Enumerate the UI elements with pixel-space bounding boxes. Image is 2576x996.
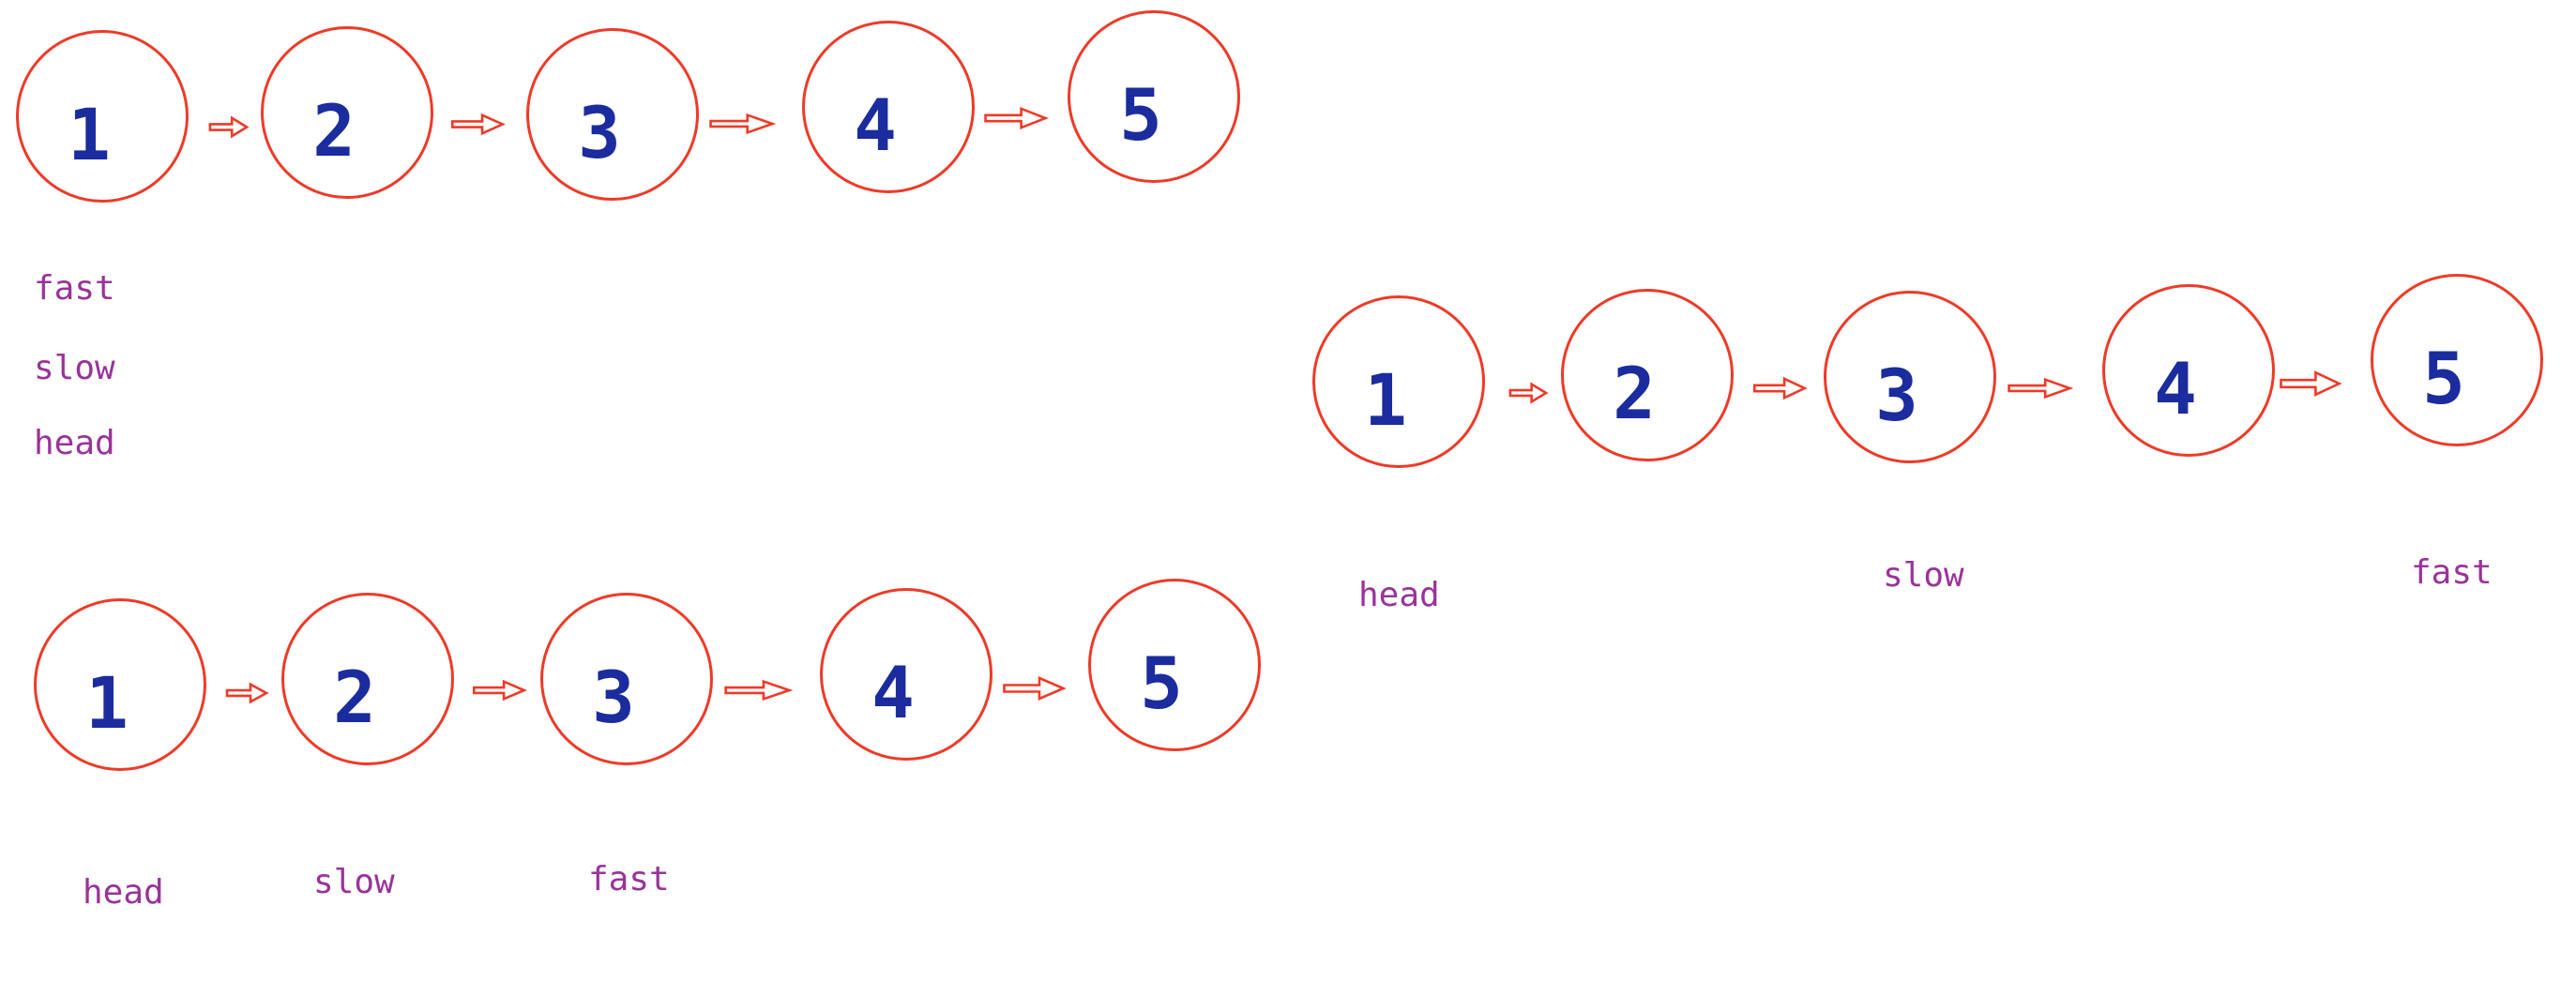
list-node: 2 <box>1561 289 1734 461</box>
node-value: 2 <box>312 89 356 173</box>
node-value: 5 <box>2422 337 2465 420</box>
node-value: 5 <box>1140 641 1183 725</box>
node-value: 2 <box>1613 352 1656 435</box>
node-value: 1 <box>1364 358 1407 442</box>
right-block-arrow-icon <box>1003 676 1065 701</box>
right-block-arrow-icon <box>226 683 267 703</box>
list-node: 3 <box>540 593 713 765</box>
right-block-arrow-icon <box>1753 377 1806 400</box>
pointer-label-slow: slow <box>313 863 395 901</box>
pointer-label-fast: fast <box>2411 553 2493 592</box>
right-block-arrow-icon <box>709 113 774 134</box>
node-value: 1 <box>85 661 129 745</box>
pointer-label-fast: fast <box>34 269 115 308</box>
pointer-label-head: head <box>34 424 115 462</box>
list-node: 5 <box>2371 274 2543 446</box>
list-node: 2 <box>281 593 454 765</box>
node-value: 3 <box>592 656 635 739</box>
right-block-arrow-icon <box>451 113 504 135</box>
node-value: 4 <box>871 651 915 734</box>
right-block-arrow-icon <box>2280 370 2341 397</box>
node-value: 4 <box>2154 347 2197 430</box>
list-node: 3 <box>526 28 699 201</box>
node-value: 5 <box>1119 73 1162 157</box>
node-value: 3 <box>1875 354 1918 437</box>
pointer-label-fast: fast <box>588 860 670 898</box>
node-value: 2 <box>333 656 376 739</box>
pointer-label-head: head <box>83 873 164 912</box>
node-value: 3 <box>578 91 621 174</box>
right-block-arrow-icon <box>209 116 248 138</box>
pointer-label-slow: slow <box>34 349 115 387</box>
right-block-arrow-icon <box>2008 378 2071 399</box>
list-node: 5 <box>1088 579 1261 751</box>
list-node: 4 <box>2102 284 2275 457</box>
node-value: 1 <box>68 93 111 176</box>
pointer-label-head: head <box>1358 576 1440 614</box>
right-block-arrow-icon <box>724 680 791 701</box>
list-node: 1 <box>16 30 189 203</box>
right-block-arrow-icon <box>1509 383 1547 403</box>
list-node: 5 <box>1068 10 1240 183</box>
node-value: 4 <box>854 83 897 167</box>
list-node: 4 <box>802 21 975 193</box>
list-node: 1 <box>1312 295 1485 468</box>
right-block-arrow-icon <box>473 680 525 701</box>
list-node: 2 <box>261 26 433 199</box>
right-block-arrow-icon <box>984 107 1047 129</box>
list-node: 3 <box>1824 291 1996 463</box>
list-node: 1 <box>34 598 206 771</box>
pointer-label-slow: slow <box>1883 556 1964 595</box>
list-node: 4 <box>820 588 993 761</box>
